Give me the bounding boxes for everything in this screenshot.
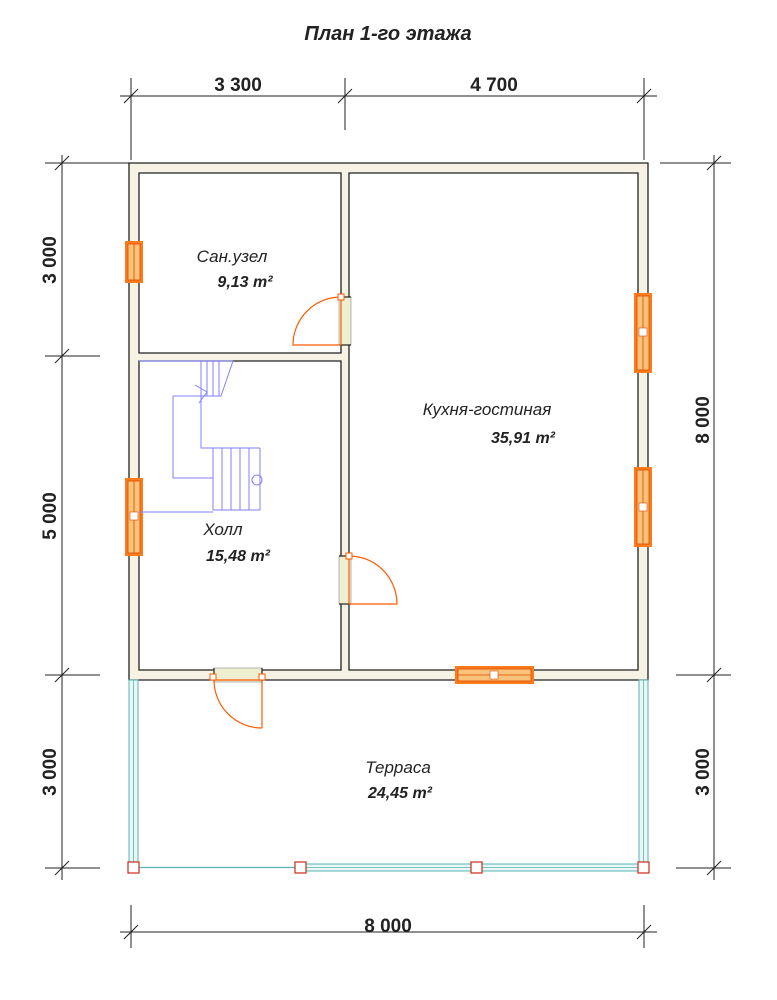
dim-left-bottom: 3 000 [40,748,61,796]
window-bathroom-left [125,241,143,283]
windows [125,241,652,684]
dim-bottom: 8 000 [364,916,412,937]
room-area-hall: 15,48 m² [206,548,271,565]
door-kitchen [338,552,398,605]
window-kitchen-bottom [455,666,534,684]
room-name-terrace: Терраса [365,758,431,777]
dimension-lines [45,78,731,948]
room-area-kitchen-living: 35,91 m² [491,430,556,447]
dim-left-middle: 5 000 [40,492,61,540]
room-area-terrace: 24,45 m² [367,785,433,802]
door-entrance [209,667,266,729]
doors [209,293,398,729]
staircase [139,360,263,513]
dim-top-left: 3 300 [214,75,262,96]
dim-right-lower: 3 000 [693,748,714,796]
door-bathroom [292,293,352,346]
room-name-bathroom: Сан.узел [197,247,268,266]
walls [128,162,649,681]
dim-left-top: 3 000 [40,236,61,284]
plan-title: План 1-го этажа [304,23,471,45]
terrace-posts [127,861,650,874]
window-kitchen-right-lower [634,467,652,547]
dim-right-upper: 8 000 [693,396,714,444]
room-name-kitchen-living: Кухня-гостиная [423,400,552,419]
window-hall-left [125,478,143,556]
room-area-bathroom: 9,13 m² [217,274,273,291]
window-kitchen-right-upper [634,293,652,373]
room-name-hall: Холл [202,520,243,539]
terrace-railing [127,679,650,874]
dim-top-right: 4 700 [470,75,518,96]
